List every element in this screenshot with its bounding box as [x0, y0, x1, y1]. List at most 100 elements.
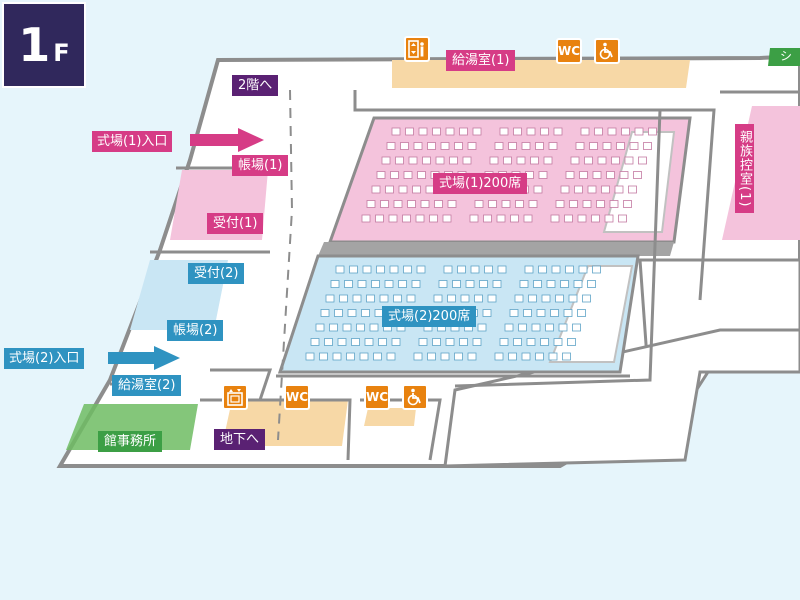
seat	[403, 265, 412, 274]
seat	[346, 352, 355, 361]
seat	[568, 294, 578, 303]
seat	[474, 200, 484, 208]
seat	[545, 323, 554, 332]
hall-divider	[318, 242, 674, 256]
seat	[564, 214, 573, 223]
seat	[337, 338, 347, 346]
seat	[369, 323, 379, 332]
seat	[443, 265, 453, 274]
seat	[508, 142, 517, 150]
seat	[624, 156, 634, 165]
seat	[570, 156, 580, 165]
seat	[454, 142, 463, 150]
kitchen2-label[interactable]: 給湯室(2)	[112, 375, 182, 396]
seat	[440, 352, 450, 361]
seat	[469, 214, 479, 223]
seat	[587, 185, 597, 194]
seat	[335, 265, 345, 274]
seat	[592, 171, 602, 179]
seat	[496, 214, 506, 223]
seat	[601, 185, 610, 194]
seat	[434, 200, 443, 208]
seat	[386, 142, 396, 150]
seat	[357, 280, 367, 288]
seat	[528, 294, 537, 303]
hall2-entrance-label[interactable]: 式場(2)入口	[4, 348, 85, 369]
seat	[487, 294, 497, 303]
seat	[371, 185, 381, 194]
kitchen1-label[interactable]: 給湯室(1)	[446, 50, 516, 71]
seat	[501, 200, 511, 208]
office-label[interactable]: 館事務所	[98, 431, 163, 452]
seat	[577, 214, 587, 223]
hall2-label[interactable]: 式場(2)200席	[382, 306, 477, 327]
seat	[482, 309, 492, 317]
seat	[393, 294, 402, 303]
to-2f-label[interactable]: 2階へ	[232, 75, 279, 96]
hall1-entrance-label[interactable]: 式場(1)入口	[92, 131, 173, 152]
seat	[319, 352, 328, 361]
seat	[407, 200, 416, 208]
to-b1-label[interactable]: 地下へ	[214, 429, 266, 450]
seat	[526, 338, 536, 346]
seat	[629, 142, 639, 150]
seat	[596, 200, 605, 208]
seat	[422, 156, 431, 165]
seat	[618, 214, 627, 223]
seat	[499, 338, 509, 346]
seat	[472, 127, 482, 136]
hall1-entrance-arrow	[190, 128, 264, 152]
seat	[433, 294, 443, 303]
seat	[320, 309, 330, 317]
seat	[384, 280, 394, 288]
seat	[548, 142, 558, 150]
reception2-label[interactable]: 受付(2)	[188, 263, 245, 284]
seat	[550, 214, 560, 223]
seat	[638, 156, 647, 165]
seat	[606, 171, 615, 179]
partial-green-label[interactable]: シ	[776, 48, 797, 64]
seat	[530, 156, 539, 165]
seat	[594, 127, 603, 136]
seat	[418, 127, 428, 136]
seat	[339, 294, 348, 303]
seat	[580, 127, 590, 136]
wc-icon: WC	[556, 38, 582, 64]
seat	[330, 280, 340, 288]
chouba2-label[interactable]: 帳場(2)	[167, 320, 224, 341]
wheelchair-icon	[402, 384, 428, 410]
seat	[484, 265, 493, 274]
seat	[540, 338, 549, 346]
seat	[494, 352, 504, 361]
seat	[385, 185, 394, 194]
seat	[555, 294, 564, 303]
seat	[381, 156, 391, 165]
seat	[445, 127, 455, 136]
seat	[356, 323, 365, 332]
seat	[324, 338, 333, 346]
seat	[376, 171, 386, 179]
seat	[467, 352, 477, 361]
seat	[361, 214, 371, 223]
hall1-label[interactable]: 式場(1)200席	[433, 173, 528, 194]
seat	[567, 338, 576, 346]
seat	[521, 142, 531, 150]
reception1-label[interactable]: 受付(1)	[207, 213, 264, 234]
seat	[558, 323, 568, 332]
seat	[325, 294, 335, 303]
seat	[390, 171, 399, 179]
family-waiting1-label[interactable]: 親族控室(1)	[735, 124, 754, 214]
seat	[416, 265, 426, 274]
seat	[467, 142, 477, 150]
floor-number: 1	[18, 18, 51, 72]
seat	[623, 200, 632, 208]
seat	[400, 142, 409, 150]
seat	[633, 171, 642, 179]
seat	[510, 214, 519, 223]
chouba1-label[interactable]: 帳場(1)	[232, 155, 289, 176]
seat	[515, 200, 524, 208]
seat	[634, 127, 644, 136]
wall-line	[454, 109, 662, 388]
seat	[587, 280, 596, 288]
